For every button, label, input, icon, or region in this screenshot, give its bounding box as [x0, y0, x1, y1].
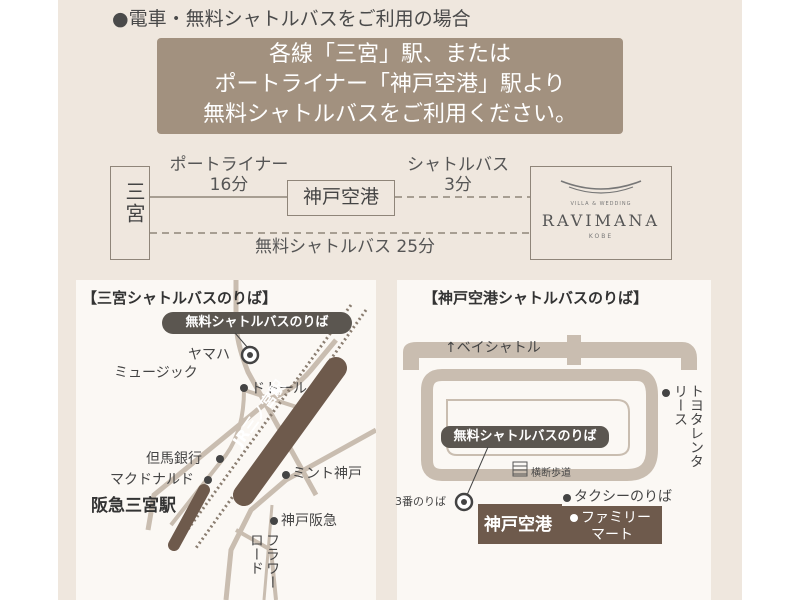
- mcdonalds-label: マクドナルド: [110, 472, 194, 488]
- crosswalk-label: 横断歩道: [531, 468, 571, 479]
- portliner-name: ポートライナー: [169, 155, 289, 175]
- sannomiya-map-title: 【三宮シャトルバスのりば】: [82, 289, 278, 307]
- toyota-rental-label: トヨタレンタリース: [672, 384, 704, 468]
- venue-name: RAVIMANA: [541, 211, 661, 230]
- tajima-bank-label: 但馬銀行: [146, 451, 202, 467]
- familymart-label-1: ファミリー: [581, 510, 651, 526]
- tajima-bank-dot: [216, 455, 224, 463]
- yamaha-label-2: ミュージック: [114, 365, 198, 381]
- mint-kobe-dot: [282, 471, 290, 479]
- taxi-label: タクシーのりば: [574, 489, 672, 505]
- kobe-hankyu-dot: [270, 517, 278, 525]
- venue-location: KOBE: [588, 233, 614, 240]
- doutor-dot: [240, 384, 248, 392]
- airport-map-title: 【神戸空港シャトルバスのりば】: [423, 289, 649, 307]
- origin-station-label: 三宮: [122, 181, 146, 225]
- familymart-dot: [570, 514, 578, 522]
- shuttle-name: シャトルバス: [407, 155, 509, 175]
- mcdonalds-dot: [204, 476, 212, 484]
- section-heading: ●電車・無料シャトルバスをご利用の場合: [112, 8, 471, 30]
- notice-line-3: 無料シャトルバスをご利用ください。: [202, 102, 577, 127]
- notice-line-2: ポートライナー「神戸空港」駅より: [214, 72, 566, 97]
- yamaha-label: ヤマハ: [188, 347, 230, 363]
- hankyu-station-label: 阪急三宮駅: [91, 496, 176, 516]
- kobe-hankyu-label: 神戸阪急: [281, 513, 337, 529]
- airport-stop-callout: 無料シャトルバスのりば: [441, 426, 609, 448]
- shuttle-time: 3分: [444, 175, 472, 195]
- airport-map-drawing: [403, 335, 697, 481]
- airport-building: [478, 504, 562, 544]
- sannomiya-stop-callout: 無料シャトルバスのりば: [162, 312, 352, 334]
- mint-kobe-label: ミント神戸: [292, 466, 362, 482]
- notice-line-1: 各線「三宮」駅、または: [268, 42, 511, 67]
- airport-box-label: 神戸空港: [302, 186, 379, 208]
- flower-road-label: フラワーロード: [248, 533, 280, 589]
- airport-building-label: 神戸空港: [484, 515, 552, 535]
- venue-box: VILLA & WEDDING RAVIMANA KOBE: [530, 166, 672, 260]
- origin-station-box: 三宮: [110, 166, 150, 260]
- bay-shuttle-label: ↑ベイシャトル: [445, 340, 541, 356]
- taxi-dot: [563, 494, 571, 502]
- venue-tagline: VILLA & WEDDING: [570, 201, 632, 207]
- doutor-label: ドトール: [251, 381, 307, 397]
- portliner-label: ポートライナー 16分: [155, 155, 303, 195]
- toyota-rental-dot: [662, 389, 670, 397]
- familymart-label-2: マート: [591, 527, 633, 543]
- stop-3-label: 3番のりば: [395, 495, 446, 508]
- airport-box: 神戸空港: [287, 180, 395, 216]
- airport-building-ext: [562, 506, 662, 544]
- portliner-time: 16分: [209, 175, 249, 195]
- direct-shuttle-label: 無料シャトルバス 25分: [254, 237, 436, 257]
- shuttle-label: シャトルバス 3分: [398, 155, 518, 195]
- notice-box: 各線「三宮」駅、または ポートライナー「神戸空港」駅より 無料シャトルバスをご利…: [157, 38, 623, 134]
- venue-logo-arcs: [560, 180, 642, 194]
